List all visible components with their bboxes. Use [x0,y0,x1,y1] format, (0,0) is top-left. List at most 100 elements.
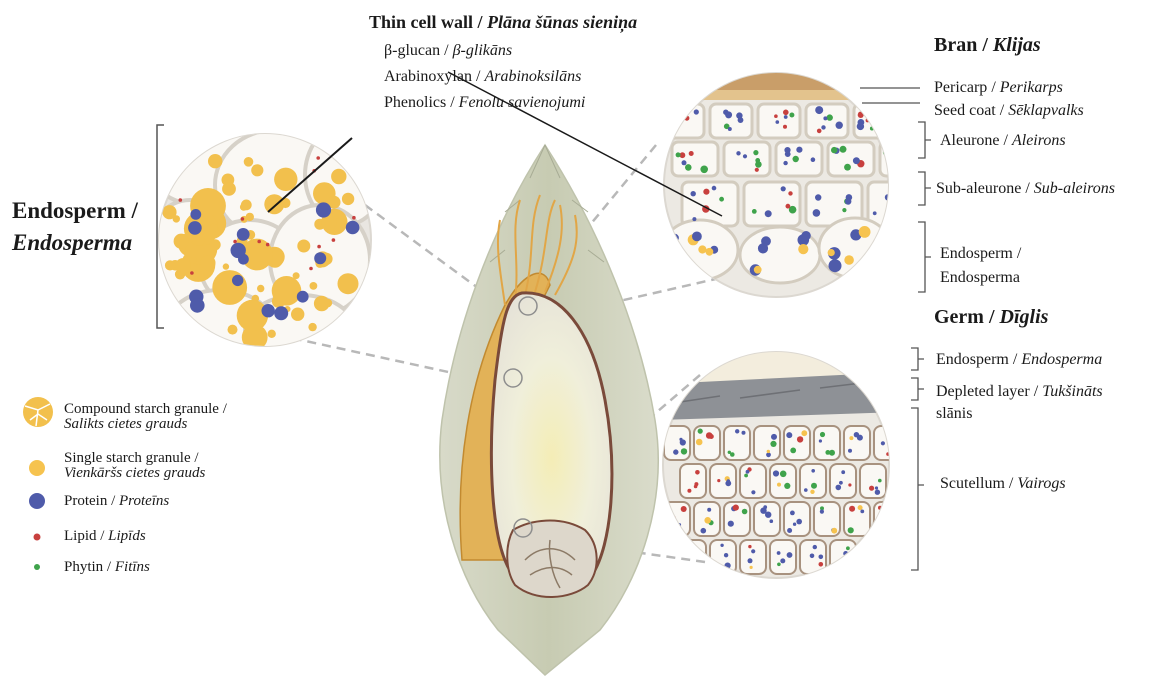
compound-starch-granule [212,270,247,305]
bran-particle [728,127,732,131]
single-starch-granule [190,257,197,264]
germ-particle [701,528,707,534]
bran-particle [840,146,847,153]
germ-particle [688,555,692,559]
germ-particle [860,510,864,514]
bran-particle [673,110,678,115]
germ-brackets [911,348,924,570]
lipid-droplet [332,238,336,242]
germ-particle [790,448,796,454]
scutellum-cell [860,464,886,498]
single-starch-granule [223,263,229,269]
compound-starch-icon [23,397,53,427]
germ-particle [869,553,873,557]
germ-particle [713,566,717,570]
germ-particle [836,485,842,491]
germ-particle [790,511,795,516]
germ-particle [681,506,687,512]
germ-particle [777,563,781,567]
bran-particle [893,154,901,162]
bran-particle [842,208,846,212]
germ-particle [735,429,739,433]
legend-compound-starch: Compound starch granule / Salikts cietes… [64,402,227,432]
bran-particle [784,147,790,153]
single-starch-granule [240,203,248,211]
germ-particle [878,479,882,483]
germ-particle [875,486,878,489]
single-starch-icon [29,460,45,476]
scutellum-cell [664,502,690,536]
germ-zoom-circle [660,352,900,578]
germ-particle [867,551,872,556]
aleurone-cell [724,142,770,176]
scutellum-cell [680,464,706,498]
germ-particle [848,527,854,533]
single-starch-granule [244,157,254,167]
bran-particle [765,210,772,217]
germ-particle [770,519,774,523]
germ-particle [831,528,837,534]
aleurone-cell [806,104,848,138]
bran-particle [827,114,833,120]
single-starch-granule [314,296,330,312]
aleurone-cell [868,182,924,226]
germ-particle [698,429,703,434]
bran-particle [736,112,742,118]
single-starch-granule [174,234,189,249]
scutellum-cell [710,464,736,498]
germ-particle [836,566,842,572]
germ-particle [673,449,678,454]
germ-particle [858,505,863,510]
germ-particle [695,470,700,475]
germ-particle [849,436,853,440]
germ-particle [796,519,802,525]
germ-particle [770,441,776,447]
beta-glucan-label: β-glucan / β-glikāns [384,42,512,60]
seed-coat-label: Seed coat / Sēklapvalks [934,102,1084,120]
germ-particle [696,439,703,446]
scutellum-cell [874,502,900,536]
bran-particle [781,186,786,191]
germ-particle [839,481,843,485]
bran-particle [844,164,851,171]
germ-particle [771,434,777,440]
germ-particle [777,551,781,555]
bran-endosperm-particle [798,244,808,254]
thin-cell-wall-title: Thin cell wall / Plāna šūnas sieniņa [369,12,637,32]
germ-particle [746,470,750,474]
endosperm-title: Endosperm / Endosperma [12,198,138,256]
protein-body [314,252,326,264]
bran-endosperm-particle [754,266,762,274]
bran-particle [743,154,747,158]
legend-symbols [23,397,53,570]
germ-particle [820,432,825,437]
germ-particle [773,470,779,476]
single-starch-granule [291,308,304,321]
single-starch-granule [342,193,354,205]
single-starch-granule [336,217,345,226]
germ-particle [748,558,753,563]
protein-body [190,209,201,220]
phenolics-label: Phenolics / Fenolu savienojumi [384,94,585,112]
bran-particle [813,209,821,217]
germ-particle [763,505,767,509]
lipid-droplet [316,156,320,160]
germ-particle [867,566,874,573]
lipid-droplet [309,267,313,271]
bran-endosperm-particle [801,231,810,240]
legend-single-starch: Single starch granule / Vienkāršs cietes… [64,451,205,481]
bran-particle [817,129,822,134]
germ-particle [694,485,698,489]
germ-particle [839,564,845,570]
bran-particle [793,156,799,162]
germ-particle [890,450,896,456]
sub-aleurone-label: Sub-aleurone / Sub-aleirons [936,180,1115,198]
bran-particle [783,125,787,129]
bran-particle [815,106,823,114]
single-starch-granule [210,239,221,250]
scutellum-cell [770,540,796,574]
germ-particle [884,522,888,526]
bran-endosperm-particle [859,226,871,238]
germ-particle [730,452,735,457]
compound-starch-granule [272,276,302,306]
